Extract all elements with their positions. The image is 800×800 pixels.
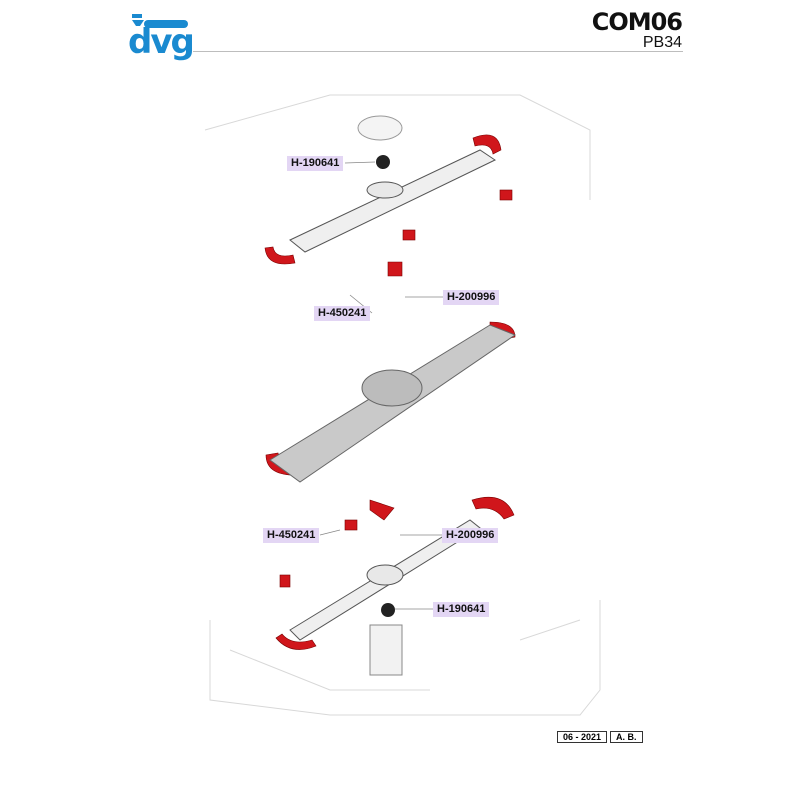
- brand-name: dvg: [128, 22, 195, 62]
- revision-date: 06 - 2021: [557, 731, 608, 743]
- faucet-icon: [132, 14, 188, 28]
- background-outline: [204, 94, 601, 716]
- page-subtitle: PB34: [642, 34, 682, 51]
- author-initials: A. B.: [610, 731, 643, 743]
- seal-part: [376, 155, 390, 169]
- header-divider: [193, 51, 683, 52]
- part-callout[interactable]: H-190641: [433, 602, 490, 617]
- middle-spray-arm: [269, 324, 517, 483]
- part-callout[interactable]: H-200996: [442, 528, 499, 543]
- leader-lines: [319, 161, 443, 610]
- dvg-logo: [128, 12, 188, 39]
- footer: 06 - 2021 A. B.: [557, 731, 643, 743]
- page-title: COM06: [591, 8, 683, 36]
- upper-spray-arm: [289, 115, 497, 253]
- part-callout[interactable]: H-450241: [263, 528, 320, 543]
- part-callout[interactable]: H-450241: [314, 306, 371, 321]
- part-callout[interactable]: H-200996: [443, 290, 500, 305]
- lower-spray-arm: [289, 519, 481, 676]
- part-callout[interactable]: H-190641: [287, 156, 344, 171]
